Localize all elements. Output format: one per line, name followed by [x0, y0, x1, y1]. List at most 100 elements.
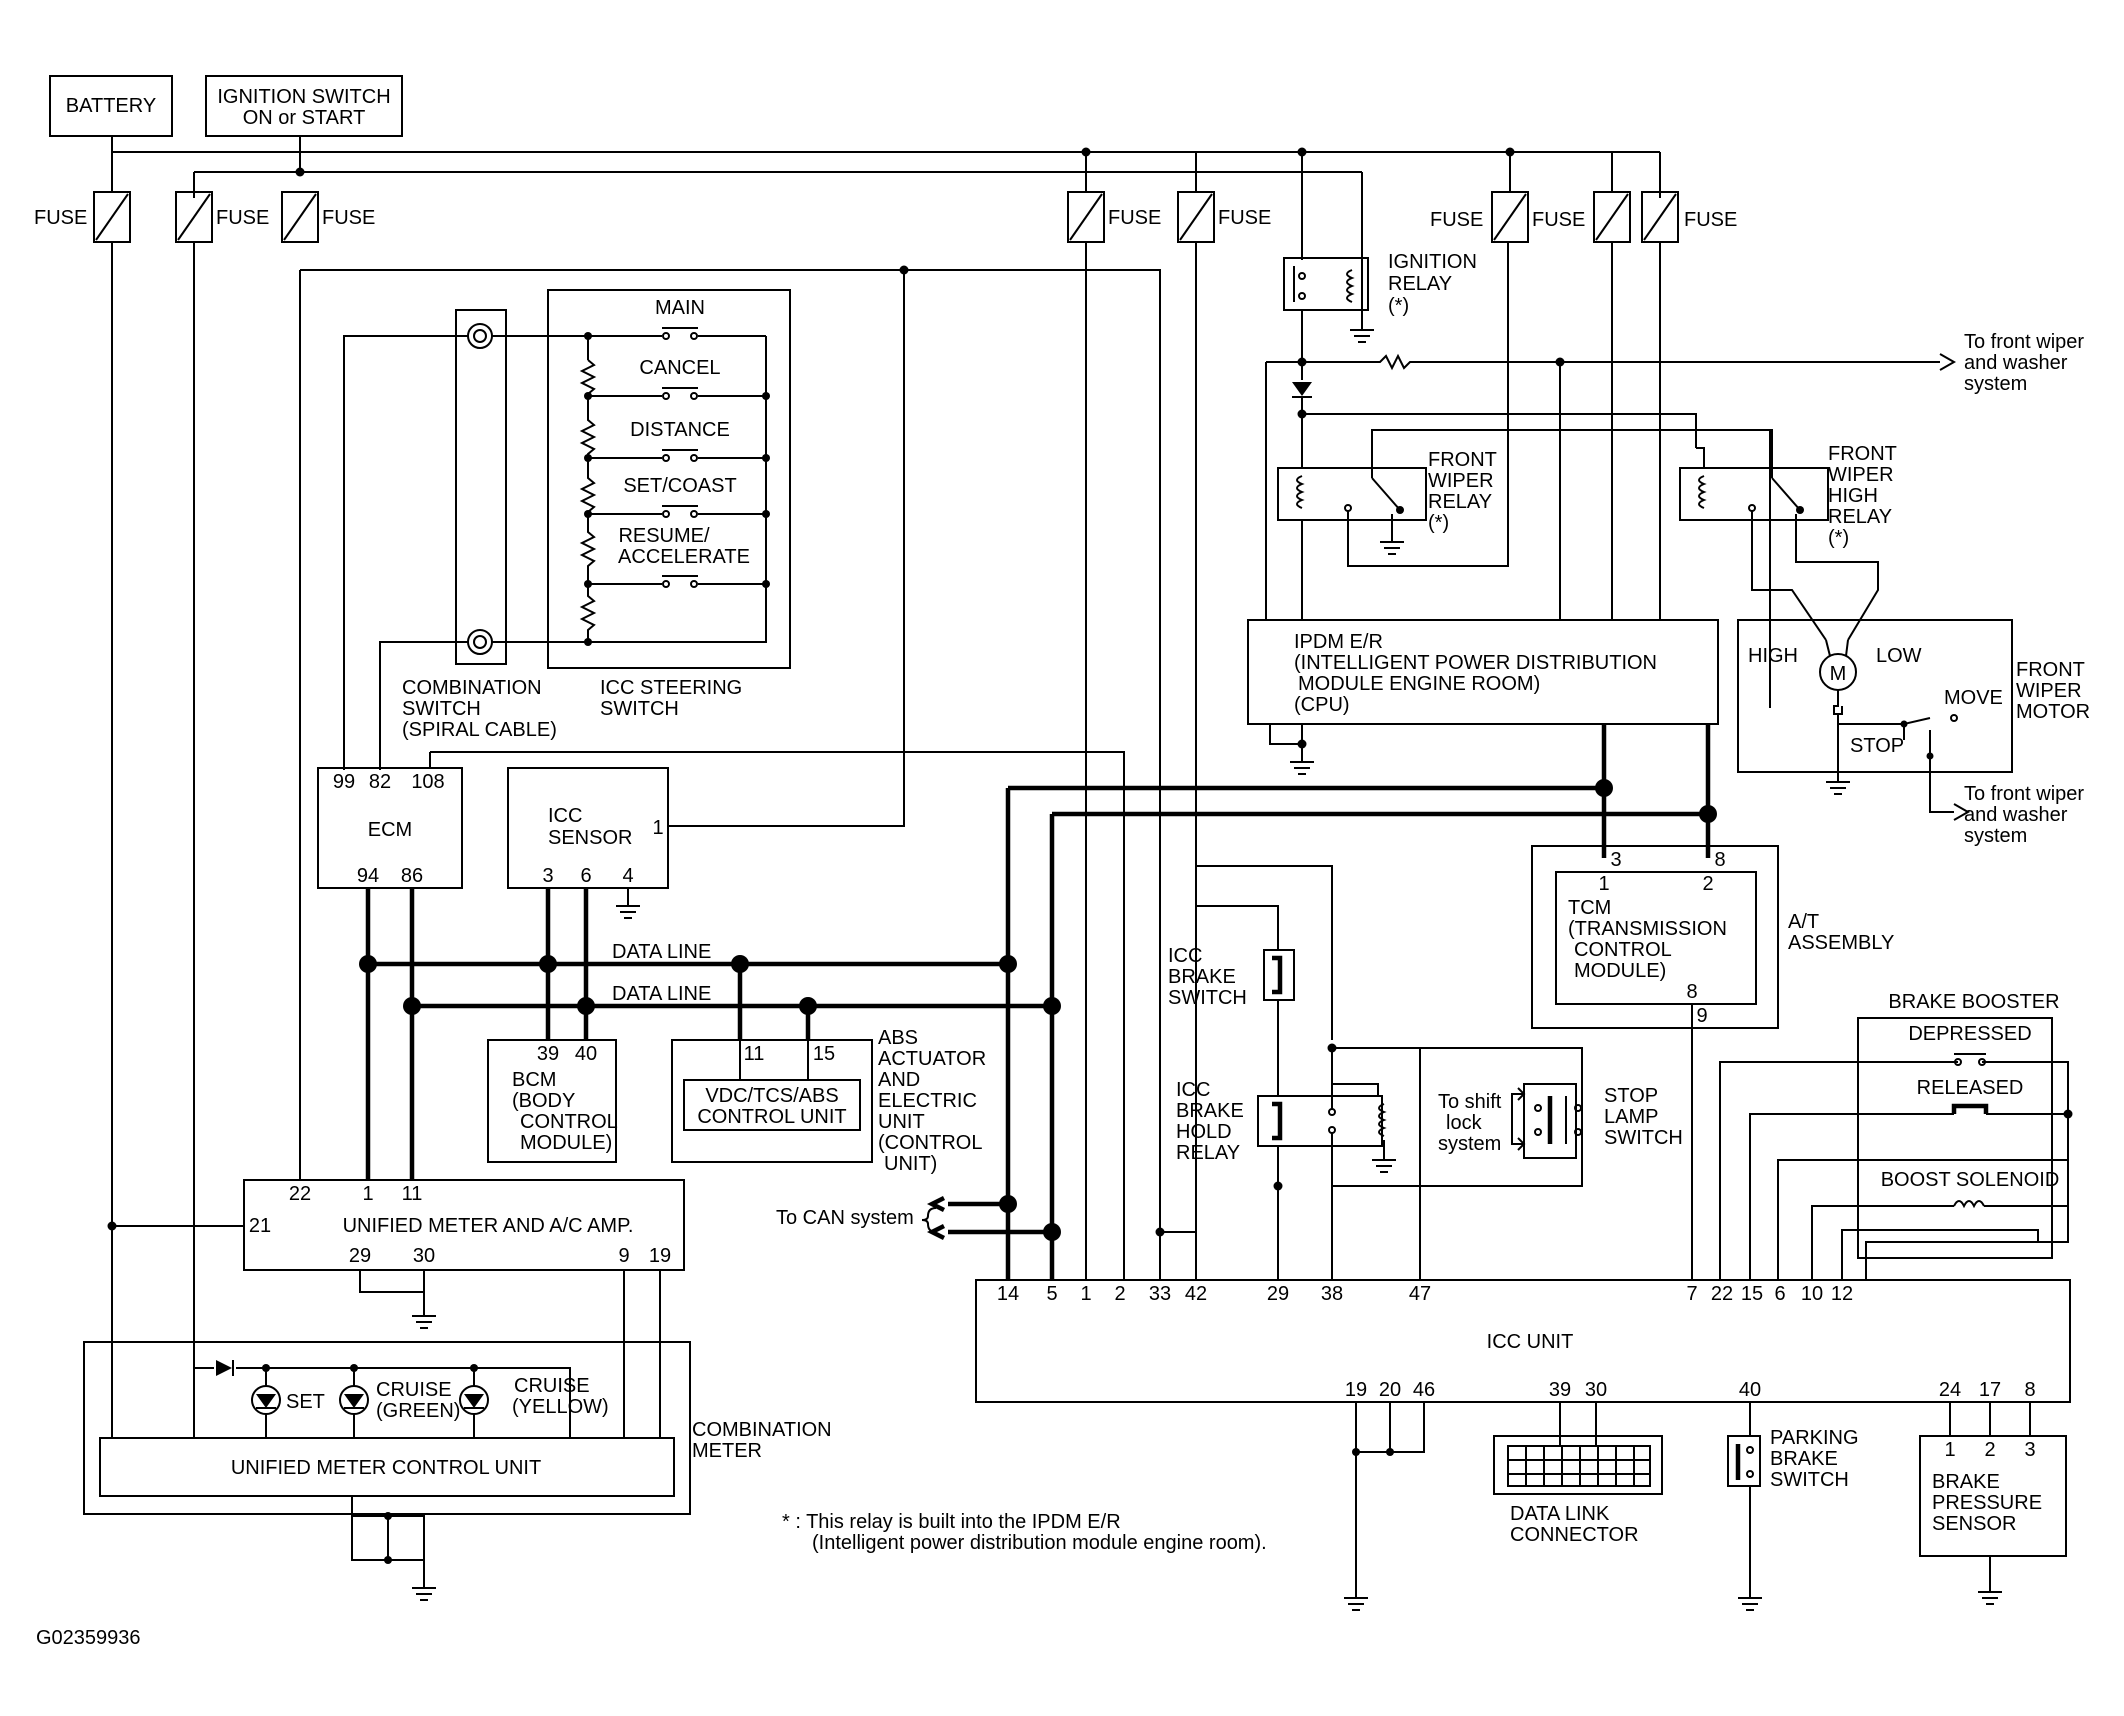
- to-can-label: To CAN system: [776, 1207, 914, 1229]
- icc-pin-46: 46: [1413, 1379, 1435, 1401]
- ipdm-label-4: (CPU): [1294, 694, 1350, 716]
- footnote-line-2: (Intelligent power distribution module e…: [812, 1532, 1267, 1554]
- bps-pin-1: 1: [1944, 1439, 1955, 1461]
- um-pin-22: 22: [289, 1183, 311, 1205]
- front-wiper-high-relay-label-1: FRONT: [1828, 443, 1897, 465]
- ipdm-label-1: IPDM E/R: [1294, 631, 1383, 653]
- bcm-pin-40: 40: [575, 1043, 597, 1065]
- tcm-label-2: (TRANSMISSION: [1568, 918, 1727, 940]
- wiper-note-1a: To front wiper: [1964, 331, 2084, 353]
- unified-meter-control-unit: UNIFIED METER CONTROL UNIT: [231, 1457, 541, 1479]
- icc-pin-5: 5: [1046, 1283, 1057, 1305]
- icc-pin-24: 24: [1939, 1379, 1961, 1401]
- bcm-box: 39 40 BCM (BODY CONTROL MODULE): [487, 1039, 618, 1163]
- um-pin-29: 29: [349, 1245, 371, 1267]
- wiper-motor-label-2: WIPER: [2016, 680, 2082, 702]
- tcm-inner-pin-1: 1: [1598, 873, 1609, 895]
- wiper-note-1c: system: [1964, 373, 2027, 395]
- bps-pin-2: 2: [1984, 1439, 1995, 1461]
- wiper-note-2b: and washer: [1964, 804, 2068, 826]
- icc-steering-switch: MAIN CANCEL DISTANCE SET/COAST RESUME/ A…: [492, 289, 791, 720]
- bcm-label-4: MODULE): [520, 1132, 612, 1154]
- stop-lamp-label-1: STOP: [1604, 1085, 1658, 1107]
- abs-label-4: ELECTRIC: [878, 1090, 977, 1112]
- fuse-7: FUSE: [1532, 191, 1631, 243]
- um-pin-1: 1: [362, 1183, 373, 1205]
- ipdm-label-3: MODULE ENGINE ROOM): [1298, 673, 1540, 695]
- icc-sensor-label-2: SENSOR: [548, 827, 632, 849]
- brake-pressure-sensor: 1 2 3 BRAKE PRESSURE SENSOR: [1919, 1435, 2067, 1557]
- icc-pin-15: 15: [1741, 1283, 1763, 1305]
- footnote-line-1: * : This relay is built into the IPDM E/…: [782, 1511, 1121, 1533]
- icc-brake-switch: ICC BRAKE SWITCH: [1168, 945, 1295, 1009]
- front-wiper-high-relay: FRONT WIPER HIGH RELAY (*): [1679, 429, 1897, 549]
- bcm-label-3: CONTROL: [520, 1111, 618, 1133]
- icc-pin-7: 7: [1686, 1283, 1697, 1305]
- icc-pin-47: 47: [1409, 1283, 1431, 1305]
- front-wiper-motor-box: HIGH LOW MOVE STOP M FRONT WIPER MOTOR: [1737, 619, 2090, 773]
- brake-hold-relay-label-2: BRAKE: [1176, 1100, 1244, 1122]
- battery-label: BATTERY: [66, 95, 156, 117]
- fuse-3-label: FUSE: [322, 207, 375, 229]
- at-assembly-box: 3 8 1 2 TCM (TRANSMISSION CONTROL MODULE…: [1531, 845, 1894, 1029]
- icc-pin-38: 38: [1321, 1283, 1343, 1305]
- icc-unit-bottom-pins: 19 20 46 39 30 40 24 17 8: [1345, 1379, 2036, 1401]
- abs-pin-11: 11: [744, 1043, 765, 1065]
- abs-label-3: AND: [878, 1069, 920, 1091]
- combination-switch-label-2: SWITCH: [402, 698, 481, 720]
- icc-sensor-pin-6: 6: [580, 865, 591, 887]
- front-wiper-high-relay-label-2: WIPER: [1828, 464, 1894, 486]
- icc-pin-17: 17: [1979, 1379, 2001, 1401]
- cruise-yellow-label-1: CRUISE: [514, 1375, 590, 1397]
- ecm-pin-86: 86: [401, 865, 423, 887]
- abs-label-6: (CONTROL: [878, 1132, 982, 1154]
- icc-brake-switch-label-2: BRAKE: [1168, 966, 1236, 988]
- fuse-1: FUSE: [34, 191, 131, 243]
- tcm-inner-pin-2: 2: [1702, 873, 1713, 895]
- tcm-label-4: MODULE): [1574, 960, 1666, 982]
- icc-pin-33: 33: [1149, 1283, 1171, 1305]
- motor-symbol: M: [1830, 663, 1847, 685]
- front-wiper-high-relay-label-3: HIGH: [1828, 485, 1878, 507]
- combination-meter-label-2: METER: [692, 1440, 762, 1462]
- icc-pin-20: 20: [1379, 1379, 1401, 1401]
- battery-box: BATTERY: [49, 75, 173, 137]
- icc-unit-name: ICC UNIT: [1487, 1331, 1574, 1353]
- data-link-label-2: CONNECTOR: [1510, 1524, 1639, 1546]
- um-name: UNIFIED METER AND A/C AMP.: [343, 1215, 634, 1237]
- fuse-4-label: FUSE: [1108, 207, 1161, 229]
- front-wiper-high-relay-label-4: RELAY: [1828, 506, 1892, 528]
- ipdm-label-2: (INTELLIGENT POWER DISTRIBUTION: [1294, 652, 1657, 674]
- brake-hold-relay-label-4: RELAY: [1176, 1142, 1240, 1164]
- fuse-6-label: FUSE: [1430, 209, 1483, 231]
- fuse-6: FUSE: [1430, 191, 1529, 243]
- icc-pin-2: 2: [1114, 1283, 1125, 1305]
- front-wiper-relay-label-1: FRONT: [1428, 449, 1497, 471]
- brake-booster-released: RELEASED: [1917, 1077, 2024, 1099]
- shift-lock-note-3: system: [1438, 1133, 1501, 1155]
- shift-lock-note-1: To shift: [1438, 1091, 1502, 1113]
- fuse-7-label: FUSE: [1532, 209, 1585, 231]
- ignition-relay-label-2: RELAY: [1388, 273, 1452, 295]
- wiper-move-label: MOVE: [1944, 687, 2003, 709]
- wiper-high-label: HIGH: [1748, 645, 1798, 667]
- fuse-3: FUSE: [281, 191, 375, 243]
- um-pin-30: 30: [413, 1245, 435, 1267]
- ecm-pin-99: 99: [333, 771, 355, 793]
- ignition-label-1: IGNITION SWITCH: [217, 86, 390, 108]
- abs-label-1: ABS: [878, 1027, 918, 1049]
- icc-pin-22: 22: [1711, 1283, 1733, 1305]
- icc-sensor-pin-4: 4: [622, 865, 633, 887]
- parking-brake-label-1: PARKING: [1770, 1427, 1859, 1449]
- ecm-name: ECM: [368, 819, 412, 841]
- front-wiper-high-relay-label-5: (*): [1828, 527, 1849, 549]
- brake-hold-relay-label-1: ICC: [1176, 1079, 1210, 1101]
- cruise-green-label-2: (GREEN): [376, 1400, 460, 1422]
- bps-label-3: SENSOR: [1932, 1513, 2016, 1535]
- ignition-label-2: ON or START: [243, 107, 366, 129]
- set-indicator: [251, 1368, 281, 1438]
- switch-distance-label: DISTANCE: [630, 419, 730, 441]
- switch-setcoast-label: SET/COAST: [623, 475, 736, 497]
- icc-pin-1: 1: [1080, 1283, 1091, 1305]
- icc-pin-40: 40: [1739, 1379, 1761, 1401]
